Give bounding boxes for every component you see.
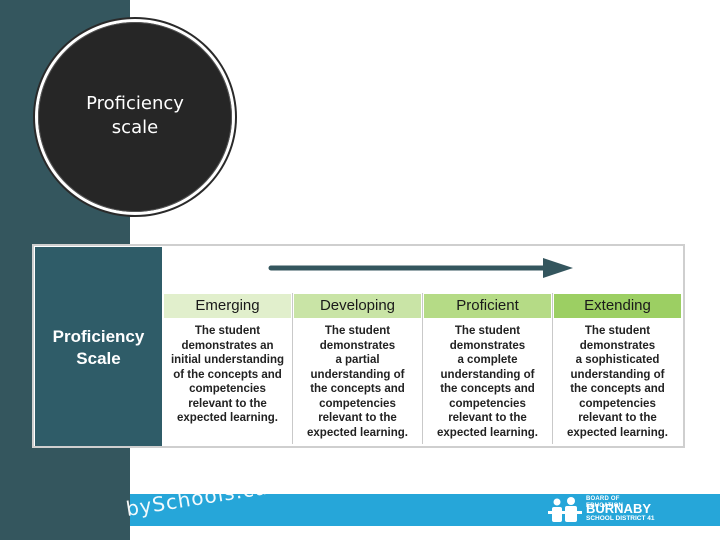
logo-line-2: BURNABY xyxy=(586,501,651,516)
scale-row-header-label: Proficiency Scale xyxy=(52,327,145,368)
column-divider xyxy=(292,293,293,444)
level-header-emerging: Emerging xyxy=(163,293,292,319)
scale-row-header xyxy=(35,247,162,446)
district-logo[interactable]: BOARD OF EDUCATION BURNABY SCHOOL DISTRI… xyxy=(548,495,658,525)
level-description-developing: The student demonstrates a partial under… xyxy=(307,325,408,439)
level-description-proficient: The student demonstrates a complete unde… xyxy=(437,325,538,439)
right-arrow-icon xyxy=(268,258,573,278)
level-header-developing: Developing xyxy=(293,293,422,319)
footer-bar xyxy=(130,494,720,526)
title-circle xyxy=(38,22,232,212)
people-icon xyxy=(548,497,582,522)
column-divider xyxy=(552,293,553,444)
column-divider xyxy=(422,293,423,444)
level-description-emerging: The student demonstrates an initial unde… xyxy=(170,325,285,424)
level-header-proficient: Proficient xyxy=(423,293,552,319)
level-header-extending: Extending xyxy=(553,293,682,319)
logo-line-3: SCHOOL DISTRICT 41 xyxy=(586,515,655,522)
slide-title: Proficiency scale xyxy=(86,93,184,138)
level-description-extending: The student demonstrates a sophisticated… xyxy=(567,325,668,439)
logo-line-1: BOARD OF EDUCATION xyxy=(586,496,624,509)
